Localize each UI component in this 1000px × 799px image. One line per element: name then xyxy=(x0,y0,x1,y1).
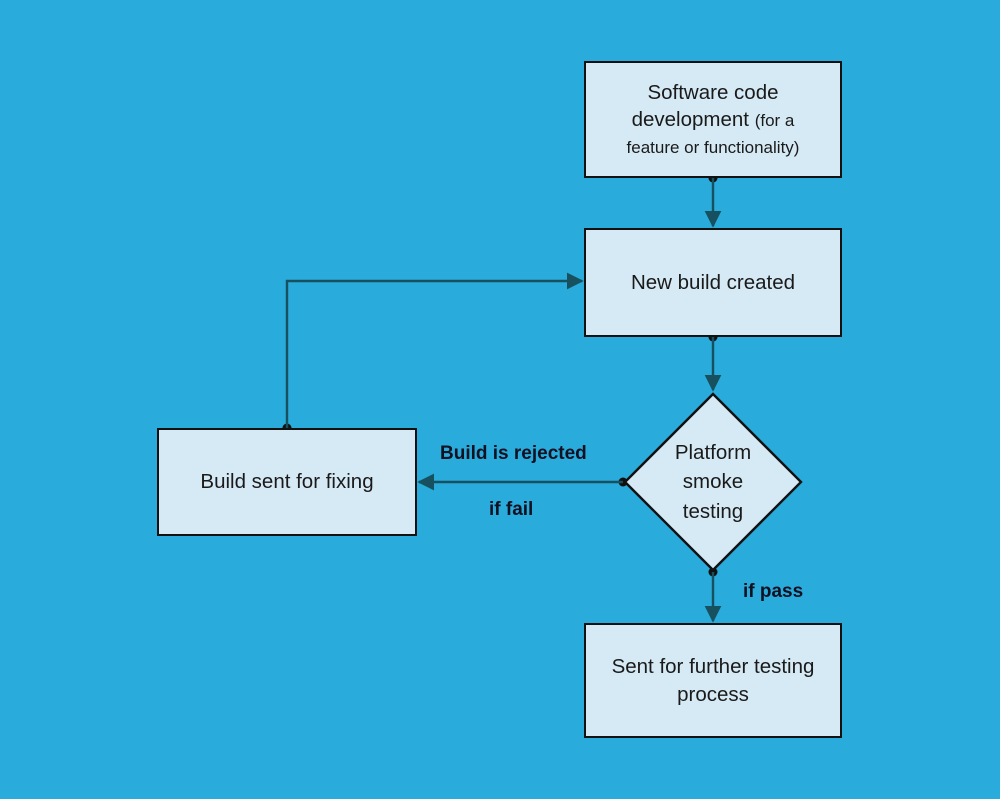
node-further-testing[interactable]: Sent for further testing process xyxy=(584,623,842,738)
edge-label-if-pass: if pass xyxy=(743,581,804,602)
edge-smoke-testing-to-build-fixing xyxy=(417,473,628,491)
node-further-testing-label: Sent for further testing process xyxy=(602,653,825,708)
node-build-fixing-label: Build sent for fixing xyxy=(200,470,374,494)
edge-new-build-to-smoke-testing xyxy=(704,332,722,392)
node-code-development-label: Software code development (for a feature… xyxy=(617,79,810,161)
edge-build-fixing-to-new-build xyxy=(282,272,584,433)
diamond-shape xyxy=(623,392,803,572)
edge-dev-to-new-build xyxy=(704,173,722,228)
node-smoke-testing-label: Platform smoke testing xyxy=(623,392,803,572)
smoke-testing-line1: Platform xyxy=(674,441,752,465)
node-smoke-testing[interactable]: Platform smoke testing xyxy=(623,392,803,572)
node-code-development[interactable]: Software code development (for a feature… xyxy=(584,61,842,178)
further-testing-line2: process xyxy=(677,682,749,706)
smoke-testing-line2: smoke xyxy=(682,470,744,494)
code-development-line2a: development xyxy=(631,107,749,131)
node-new-build[interactable]: New build created xyxy=(584,228,842,337)
further-testing-line1: Sent for further testing xyxy=(611,655,815,679)
edge-label-build-is-rejected: Build is rejected xyxy=(440,443,587,464)
node-new-build-label: New build created xyxy=(630,270,796,294)
code-development-line2b: (for a xyxy=(754,110,795,130)
edge-smoke-testing-to-further-testing xyxy=(704,567,722,623)
code-development-line1: Software code xyxy=(647,80,779,104)
code-development-line3: feature or functionality) xyxy=(626,138,800,158)
node-build-fixing[interactable]: Build sent for fixing xyxy=(157,428,417,536)
edge-label-if-fail: if fail xyxy=(489,499,534,520)
smoke-testing-line3: testing xyxy=(682,499,744,523)
